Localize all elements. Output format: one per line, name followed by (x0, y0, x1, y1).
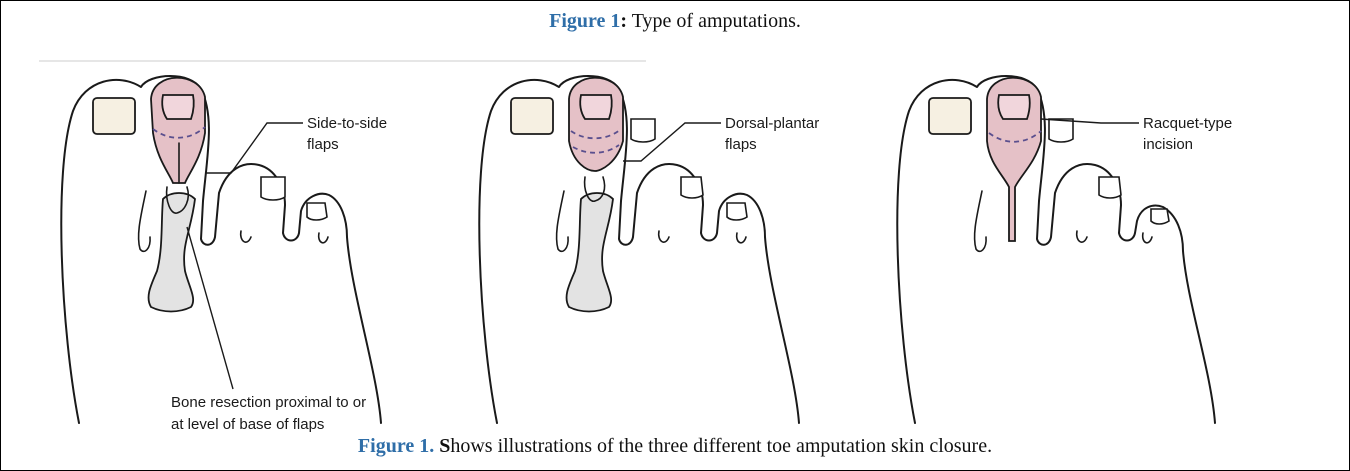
third-toe-nail (631, 119, 655, 142)
panel-3-label-line-2: incision (1143, 136, 1193, 153)
panel-1-label-line-1: Side-to-side (307, 115, 387, 132)
great-toe-nail (929, 98, 971, 134)
toe-cleft-2 (659, 231, 669, 242)
toe-cleft-1 (975, 191, 987, 251)
panel-2-label-line-2: flaps (725, 136, 757, 153)
figure-caption: Figure 1. Shows illustrations of the thr… (1, 435, 1349, 458)
toe-cleft-2 (1077, 231, 1087, 242)
panel-1-note-line-1: Bone resection proximal to or (171, 394, 366, 411)
panel-1-label-line-2: flaps (307, 136, 339, 153)
panel-2-label-line-1: Dorsal-plantar (725, 115, 819, 132)
second-toe-nail (580, 95, 612, 119)
toe-cleft-1 (139, 191, 151, 251)
second-toe-flap (569, 78, 623, 171)
great-toe-nail (511, 98, 553, 134)
third-toe-nail (261, 177, 285, 200)
second-toe-nail (162, 95, 194, 119)
toe-cleft-3 (319, 233, 328, 243)
panel-dorsal-plantar: Dorsal-plantar flaps (479, 76, 819, 423)
third-toe-nail (1049, 119, 1073, 142)
leader-line-flaps (205, 123, 303, 173)
fourth-toe-nail (307, 203, 327, 220)
toe-cleft-2 (241, 231, 251, 242)
toe-cleft-1 (557, 191, 569, 251)
caption-figure-label: Figure 1 (358, 435, 429, 457)
fifth-toe-nail (727, 203, 747, 220)
toe-cleft-3 (1143, 233, 1152, 243)
leader-line-bone (187, 227, 233, 389)
caption-separator: . (429, 435, 439, 457)
metatarsal-bone (567, 193, 613, 312)
second-toe-nail (998, 95, 1030, 119)
panel-1-note-line-2: at level of base of flaps (171, 416, 324, 433)
fourth-toe-nail (1099, 177, 1121, 198)
panel-racquet-type: Racquet-type incision (897, 76, 1232, 423)
caption-text: hows illustrations of the three differen… (450, 435, 992, 457)
fifth-toe-nail (1151, 209, 1169, 224)
great-toe-nail (93, 98, 135, 134)
panel-side-to-side: Side-to-side flaps Bone resection proxim… (61, 76, 387, 433)
panel-3-label-line-1: Racquet-type (1143, 115, 1232, 132)
second-toe-flap (151, 78, 205, 183)
fourth-toe-nail (681, 177, 703, 198)
caption-lead-letter: S (439, 435, 450, 457)
toe-cleft-3 (737, 233, 746, 243)
